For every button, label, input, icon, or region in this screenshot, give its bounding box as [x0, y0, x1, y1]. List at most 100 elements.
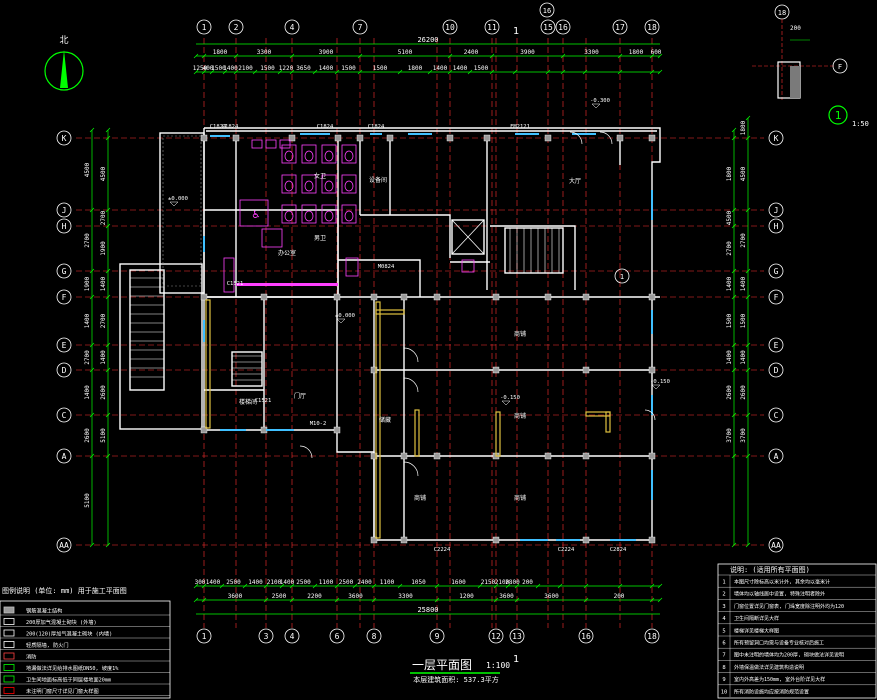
column: [492, 536, 500, 544]
wall-line: [360, 214, 451, 258]
dim-tick: [105, 127, 111, 133]
axis-bubble-bottom: 9: [435, 632, 440, 641]
column: [288, 134, 296, 142]
dim-label: 3900: [520, 49, 535, 56]
column: [492, 366, 500, 374]
dim-label: 2700: [100, 313, 107, 328]
dim-label: 1500: [260, 65, 275, 72]
dim-label: 3300: [584, 49, 599, 56]
door-tag: C1521: [227, 281, 244, 287]
dim-tick: [252, 69, 258, 75]
detail-axis-label: 18: [778, 9, 786, 17]
sink-icon: [251, 139, 263, 149]
dim-tick: [745, 342, 751, 348]
axis-bubble-bottom: 1: [202, 632, 207, 641]
dim-label: 1400: [223, 65, 238, 72]
dim-tick: [657, 69, 663, 75]
section-ref-bubble: [614, 268, 630, 284]
hatch-zone: [162, 135, 202, 287]
dim-tick: [731, 542, 737, 548]
dim-label: 3600: [228, 593, 243, 600]
mop-sink-icon: [345, 257, 359, 277]
dim-label: 4500: [100, 166, 107, 181]
dim-label: 2700: [100, 210, 107, 225]
toilet-stall-icon: [321, 204, 337, 224]
dim-label: 2400: [357, 579, 372, 586]
dim-tick: [193, 69, 199, 75]
legend-swatch: [3, 687, 15, 694]
note-number: 6: [722, 641, 725, 647]
dim-label: 5100: [398, 49, 413, 56]
wall-accent: [414, 409, 420, 457]
axis-bubble-top: 17: [615, 23, 625, 32]
dim-tick: [512, 69, 518, 75]
detail-axis-f: F: [838, 63, 842, 71]
dim-tick: [617, 583, 623, 589]
dim-tick: [560, 53, 566, 59]
legend-row-text: 轻质隔墙, 防火门: [26, 641, 69, 649]
room-label-r7: 商铺: [514, 330, 526, 338]
dim-tick: [745, 115, 751, 121]
column: [260, 293, 268, 301]
dim-label: 1900: [84, 276, 91, 291]
toilet-icon: [304, 180, 314, 192]
level-marker-icon: [501, 400, 511, 406]
walls: [119, 127, 661, 544]
dim-tick: [105, 542, 111, 548]
dim-label: 2600: [100, 385, 107, 400]
dim-tick: [193, 583, 199, 589]
column: [333, 426, 341, 434]
door-tag: C1824: [368, 124, 385, 130]
door-tag: C1824: [222, 124, 239, 130]
axis-bubble-top-circle: [196, 19, 212, 35]
dim-tick: [105, 294, 111, 300]
dim-tick: [289, 597, 295, 603]
toilet-icon: [304, 210, 314, 222]
legend-swatch: [3, 629, 15, 637]
dim-tick: [89, 542, 95, 548]
level-mark: -0.150: [650, 379, 670, 385]
toilet-icon: [344, 210, 354, 222]
dim-label: 1400: [740, 276, 747, 291]
dim-label: 1050: [411, 579, 426, 586]
dim-label: 3300: [257, 49, 272, 56]
dim-label: 1800: [213, 49, 228, 56]
axis-bubble-left-circle: [56, 218, 72, 234]
dim-label: 1400: [319, 65, 334, 72]
dim-label: 2500: [272, 593, 287, 600]
dim-label: 3300: [398, 593, 413, 600]
door-tag: C2224: [434, 547, 451, 553]
dim-tick: [89, 412, 95, 418]
legend-row-text: 卫生间地面标高低于同层楼地面20mm: [26, 676, 111, 684]
dim-tick: [582, 69, 588, 75]
axis-bubble-top-circle: [284, 19, 300, 35]
wall-accent: [205, 299, 211, 429]
axis-bubble-left-circle: [56, 130, 72, 146]
note-text: 楼梯详见楼梯大样图: [734, 627, 779, 634]
room-label-r2: 男卫: [314, 235, 326, 242]
dim-tick: [279, 583, 285, 589]
dim-label: 1400: [453, 65, 468, 72]
room-label-r9: 商铺: [514, 494, 526, 502]
wall-accent: [605, 411, 611, 433]
column: [648, 536, 656, 544]
column: [400, 536, 408, 544]
axis-bubble-bottom: 3: [264, 632, 269, 641]
dim-tick: [535, 583, 541, 589]
column: [356, 134, 364, 142]
detail-number: 1: [835, 109, 842, 122]
toilet-stall-icon: [321, 144, 337, 164]
dim-label: 2700: [726, 241, 733, 256]
toilet-stall-icon: [301, 144, 317, 164]
dim-label: 5100: [100, 428, 107, 443]
dim-tick: [89, 127, 95, 133]
sink-counter-icon: [223, 257, 235, 293]
axis-bubble-right: AA: [771, 541, 781, 550]
axis-bubble-bottom: 12: [491, 632, 501, 641]
dim-label: 2200: [307, 593, 322, 600]
column: [333, 293, 341, 301]
dim-tick: [277, 69, 283, 75]
